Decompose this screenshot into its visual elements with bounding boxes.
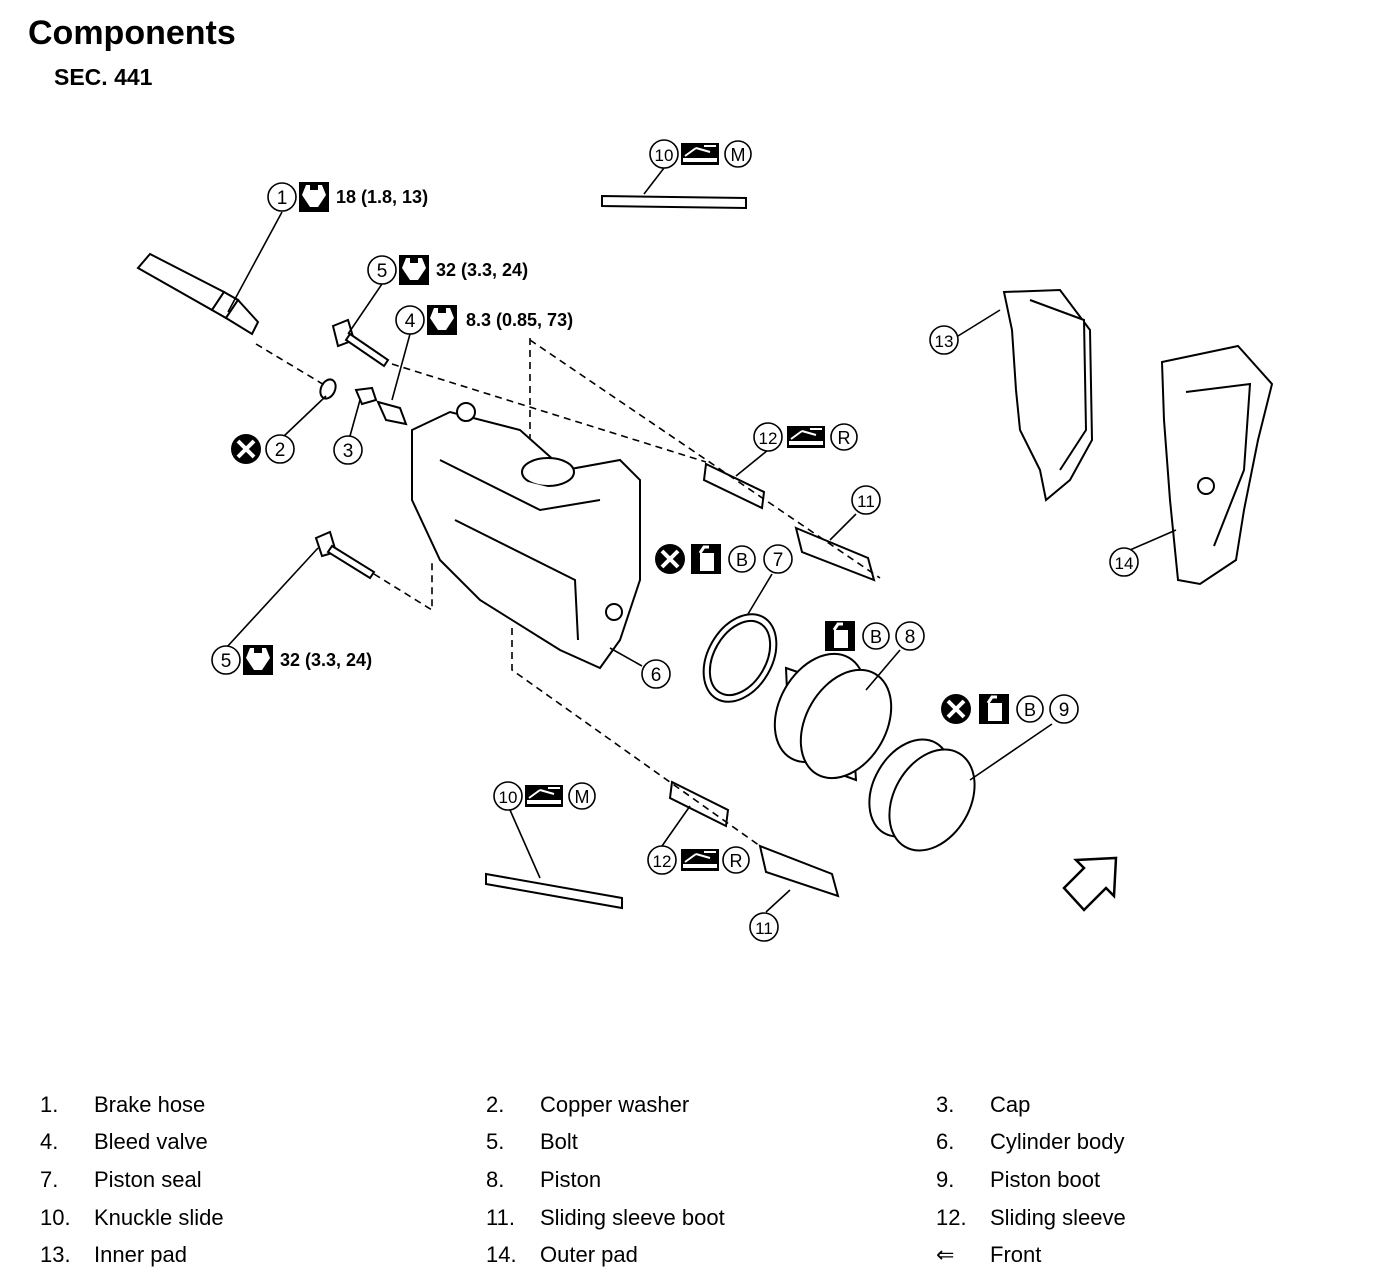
piston-part <box>773 652 893 782</box>
callout-13: 13 <box>929 325 959 355</box>
svg-text:B: B <box>870 627 882 647</box>
brake-hose-part <box>136 252 260 336</box>
section-number: SEC. 441 <box>54 64 153 90</box>
callout-11-bottom: 11 <box>749 912 779 942</box>
grease-icon <box>823 619 857 653</box>
svg-text:14: 14 <box>1115 554 1134 573</box>
exploded-view-diagram: 1 18 (1.8, 13) 2 3 4 8.3 (0.85, 73) 5 32… <box>136 139 1274 942</box>
svg-text:13: 13 <box>935 332 954 351</box>
svg-text:18 (1.8, 13): 18 (1.8, 13) <box>336 187 428 207</box>
cylinder-body-part <box>411 402 641 670</box>
callout-9: B 9 <box>939 692 1079 726</box>
lubricant-icon <box>786 425 826 449</box>
grease-icon <box>977 692 1011 726</box>
svg-text:4: 4 <box>405 311 416 332</box>
torque-icon <box>427 305 457 335</box>
callout-4: 4 8.3 (0.85, 73) <box>395 305 573 335</box>
callout-7: B 7 <box>653 542 793 576</box>
torque-icon <box>399 255 429 285</box>
svg-text:9: 9 <box>1059 700 1070 721</box>
svg-text:1: 1 <box>277 188 288 209</box>
lubricant-icon <box>680 848 720 872</box>
callout-12-top: 12 R <box>753 422 858 452</box>
bolt-part <box>314 318 390 580</box>
bleed-valve-part <box>376 400 408 426</box>
svg-text:3: 3 <box>343 441 354 462</box>
outer-pad-part <box>1160 344 1274 586</box>
sliding-sleeve-boot-part <box>758 526 876 898</box>
callout-6: 6 <box>641 659 671 689</box>
svg-text:32 (3.3, 24): 32 (3.3, 24) <box>436 260 528 280</box>
callout-1: 1 18 (1.8, 13) <box>267 182 428 212</box>
svg-text:2: 2 <box>275 440 286 461</box>
svg-text:8: 8 <box>905 627 916 648</box>
svg-text:5: 5 <box>377 261 388 282</box>
do-not-reuse-icon <box>653 542 687 576</box>
callout-12-bottom: 12 R <box>647 845 750 875</box>
knuckle-slide-part <box>485 194 747 910</box>
svg-text:7: 7 <box>773 550 784 571</box>
svg-text:10: 10 <box>655 146 674 165</box>
svg-text:32 (3.3, 24): 32 (3.3, 24) <box>280 650 372 670</box>
callout-5-top: 5 32 (3.3, 24) <box>367 255 528 285</box>
do-not-reuse-icon <box>939 692 973 726</box>
cap-part <box>354 386 378 406</box>
front-arrow-icon: ⇐ <box>936 1242 955 1267</box>
lubricant-icon <box>524 784 564 808</box>
svg-text:11: 11 <box>755 919 773 938</box>
svg-text:11: 11 <box>857 492 875 511</box>
svg-text:5: 5 <box>221 651 232 672</box>
svg-text:B: B <box>736 550 748 570</box>
lubricant-icon <box>680 142 720 166</box>
grease-icon <box>689 542 723 576</box>
svg-text:12: 12 <box>653 852 672 871</box>
svg-text:M: M <box>731 145 746 165</box>
piston-seal-part <box>702 613 778 703</box>
inner-pad-part <box>1002 288 1094 502</box>
page-title: Components <box>28 14 236 52</box>
do-not-reuse-icon <box>229 432 263 466</box>
torque-icon <box>299 182 329 212</box>
callout-14: 14 <box>1109 547 1139 577</box>
callout-10-top: 10 M <box>649 139 752 169</box>
front-arrow-icon <box>1062 856 1118 912</box>
assembly-lines <box>255 338 881 847</box>
leader-lines <box>225 167 1177 913</box>
svg-text:R: R <box>730 851 743 871</box>
svg-text:B: B <box>1024 700 1036 720</box>
svg-text:8.3 (0.85, 73): 8.3 (0.85, 73) <box>466 310 573 330</box>
svg-text:M: M <box>575 787 590 807</box>
svg-text:R: R <box>838 428 851 448</box>
callout-3: 3 <box>333 435 363 465</box>
piston-boot-part <box>868 738 976 852</box>
callout-5-bottom: 5 32 (3.3, 24) <box>211 645 372 675</box>
callout-10-bottom: 10 M <box>493 781 596 811</box>
svg-text:10: 10 <box>499 788 518 807</box>
copper-washer-part <box>319 378 337 400</box>
svg-text:12: 12 <box>759 429 778 448</box>
torque-icon <box>243 645 273 675</box>
callout-8: B 8 <box>823 619 925 653</box>
svg-text:6: 6 <box>651 665 662 686</box>
callout-2: 2 <box>229 432 295 466</box>
callout-11-top: 11 <box>851 485 881 515</box>
